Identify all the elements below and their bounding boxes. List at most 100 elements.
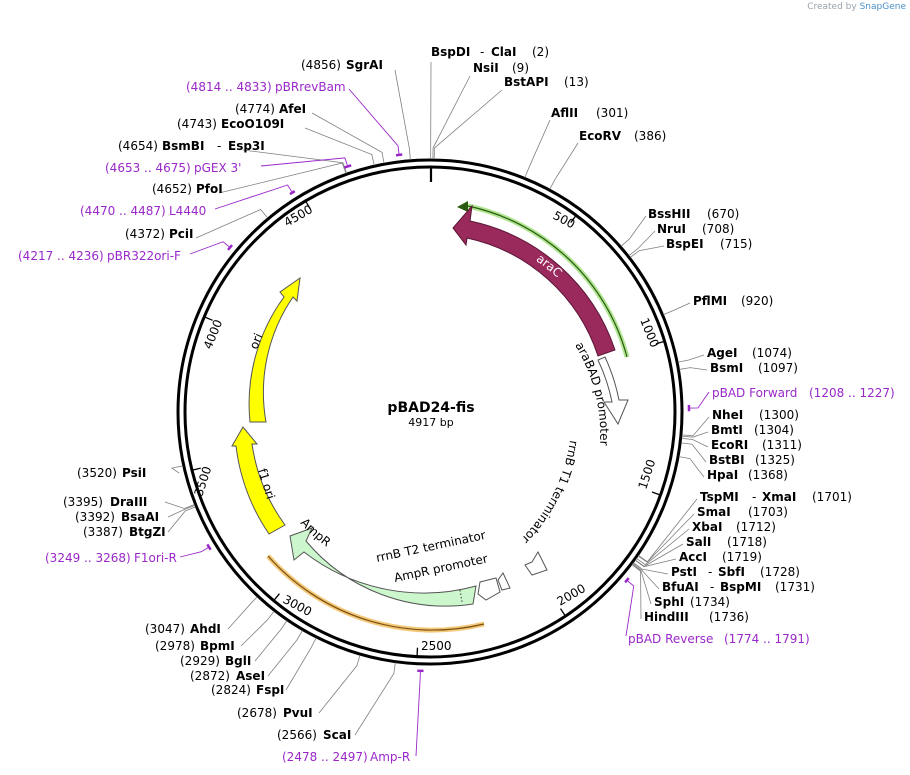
tick-mark-1500 <box>651 491 661 496</box>
tick-mark-4500 <box>304 200 311 210</box>
site-leader-agei <box>677 354 705 363</box>
arabad-promoter-arrow <box>597 356 629 426</box>
site-label-psii: (3520)PsiI <box>77 466 146 480</box>
site-leader-lines <box>164 61 710 736</box>
primer-arc-6 <box>206 543 212 551</box>
ori-arrow <box>248 276 301 423</box>
site-label-btgzi: (3387)BtgZI <box>83 525 166 539</box>
site-label-agei: AgeI(1074) <box>707 346 792 360</box>
site-leader-bspei <box>630 245 665 258</box>
site-leader-pfoi <box>218 162 347 194</box>
site-label-ahdi: (3047)AhdI <box>145 622 221 636</box>
site-leader-scai <box>354 662 396 736</box>
primer-label-amp-r: (2478 .. 2497)Amp-R <box>282 750 410 764</box>
site-label-smai: SmaI(1703) <box>697 505 788 519</box>
site-label-asei: (2872)AseI <box>190 669 265 683</box>
site-leader-draiii <box>164 501 195 509</box>
f1-ori-arrow <box>231 426 286 535</box>
tick-mark-3500 <box>191 467 201 471</box>
site-label-sgrai: (4856)SgrAI <box>301 58 383 72</box>
site-label-pfoi: (4652)PfoI <box>152 182 223 196</box>
tick-marks <box>191 200 665 657</box>
site-label-draiii: (3395)DraIII <box>63 495 147 509</box>
primer-label-pbr322ori-f: (4217 .. 4236)pBR322ori-F <box>18 249 181 263</box>
site-leader-bfuai <box>632 563 660 590</box>
arac-feature-line-arrow <box>457 201 468 212</box>
primer-leader-6 <box>179 547 209 558</box>
site-leader-sphi <box>631 563 652 605</box>
site-label-pflmi: PflMI(920) <box>693 294 773 308</box>
backbone-outer-ring <box>176 158 684 666</box>
site-leader-acci <box>634 558 677 568</box>
site-label-bgli: (2929)BglI <box>180 654 251 668</box>
site-leader-ecori <box>681 437 709 448</box>
site-leader-bstbi <box>681 442 707 463</box>
rrnbt1-terminator-arrow <box>524 550 548 576</box>
site-label-nhei: NheI(1300) <box>712 408 799 422</box>
primer-arc-0 <box>395 153 403 157</box>
site-leader-bsaai <box>167 504 196 518</box>
primer-arc-1 <box>343 164 352 169</box>
site-label-bsshii: BssHII(670) <box>648 207 739 221</box>
site-label-bmti: BmtI(1304) <box>711 423 794 437</box>
primer-label-l4440: (4470 .. 4487)L4440 <box>80 204 206 218</box>
primer-label-pgex3: (4653 .. 4675)pGEX 3' <box>105 161 241 175</box>
rrnbt1-terminator-label: rrnB T1 terminator <box>519 440 581 547</box>
snapgene-credit: Created by SnapGene <box>807 2 906 12</box>
site-leader-pcii <box>195 208 269 239</box>
plasmid-size: 4917 bp <box>408 416 453 429</box>
site-leader-afei <box>311 112 385 164</box>
site-leader-nhei <box>681 416 710 437</box>
tick-mark-3000 <box>273 593 280 602</box>
tick-label-4000: 4000 <box>201 318 225 352</box>
site-label-sali: SalI(1718) <box>686 535 767 549</box>
site-leader-bsmbi <box>242 149 347 174</box>
site-leader-ecorv <box>549 142 579 190</box>
site-leader-aflii <box>524 119 551 178</box>
site-label-bpmi: (2978)BpmI <box>155 639 235 653</box>
site-leader-bsmi <box>679 367 708 371</box>
site-label-bsmi: BsmI(1097) <box>710 361 798 375</box>
primer-label-pbad-reverse: pBAD Reverse(1774 .. 1791) <box>628 632 810 646</box>
site-label-hindiii: HindIII(1736) <box>644 610 749 624</box>
site-label-bstapi: BstAPI(13) <box>504 75 589 89</box>
site-label-nsii: NsiI(9) <box>473 61 529 75</box>
site-label-hpai: HpaI(1368) <box>707 468 788 482</box>
ampr-feature-arrow <box>289 527 477 607</box>
primer-leader-2 <box>214 184 293 210</box>
site-leader-nrui <box>628 230 656 256</box>
arac-feature-line <box>467 205 628 358</box>
site-leader-psti <box>633 562 669 575</box>
site-label-afei: (4774)AfeI <box>235 102 306 116</box>
site-label-psti-sbfi: PstI-SbfI(1728) <box>671 565 800 579</box>
ori-label: ori <box>247 331 266 351</box>
site-label-xbai: XbaI(1712) <box>692 520 776 534</box>
primer-leader-3 <box>189 241 230 255</box>
primer-arc-5 <box>624 577 630 584</box>
site-label-ecoo109i: (4743)EcoO109I <box>177 117 284 131</box>
site-leader-bsshii <box>620 215 647 247</box>
site-label-bsmbi-esp3i: (4654)BsmBI-Esp3I <box>118 139 265 153</box>
site-label-pvui: (2678)PvuI <box>237 706 313 720</box>
site-leader-nsii <box>432 75 471 160</box>
site-label-bfuai-bspmi: BfuAI-BspMI(1731) <box>662 580 815 594</box>
ampr-feature-line <box>267 555 485 631</box>
site-leader-xbai <box>636 528 690 566</box>
site-leader-pvui <box>318 655 361 714</box>
primer-leader-1 <box>260 157 348 167</box>
tick-mark-4000 <box>203 316 213 321</box>
site-leader-btgzi <box>167 506 196 533</box>
tick-label-2500: 2500 <box>421 639 452 653</box>
site-leader-fspi <box>285 637 317 691</box>
site-label-tspmi-xmai: TspMI-XmaI(1701) <box>700 490 852 504</box>
site-label-bspei: BspEI(715) <box>666 237 752 251</box>
primer-leader-7 <box>415 671 421 757</box>
primer-arc-3 <box>227 244 233 251</box>
site-leader-hpai <box>678 456 705 478</box>
tick-mark-500 <box>570 214 577 223</box>
site-label-acci: AccI(1719) <box>679 550 762 564</box>
site-label-scai: (2566)ScaI <box>277 728 351 742</box>
primer-leader-4 <box>689 391 710 409</box>
tick-label-1500: 1500 <box>636 458 659 491</box>
site-leader-sgrai <box>394 69 411 160</box>
